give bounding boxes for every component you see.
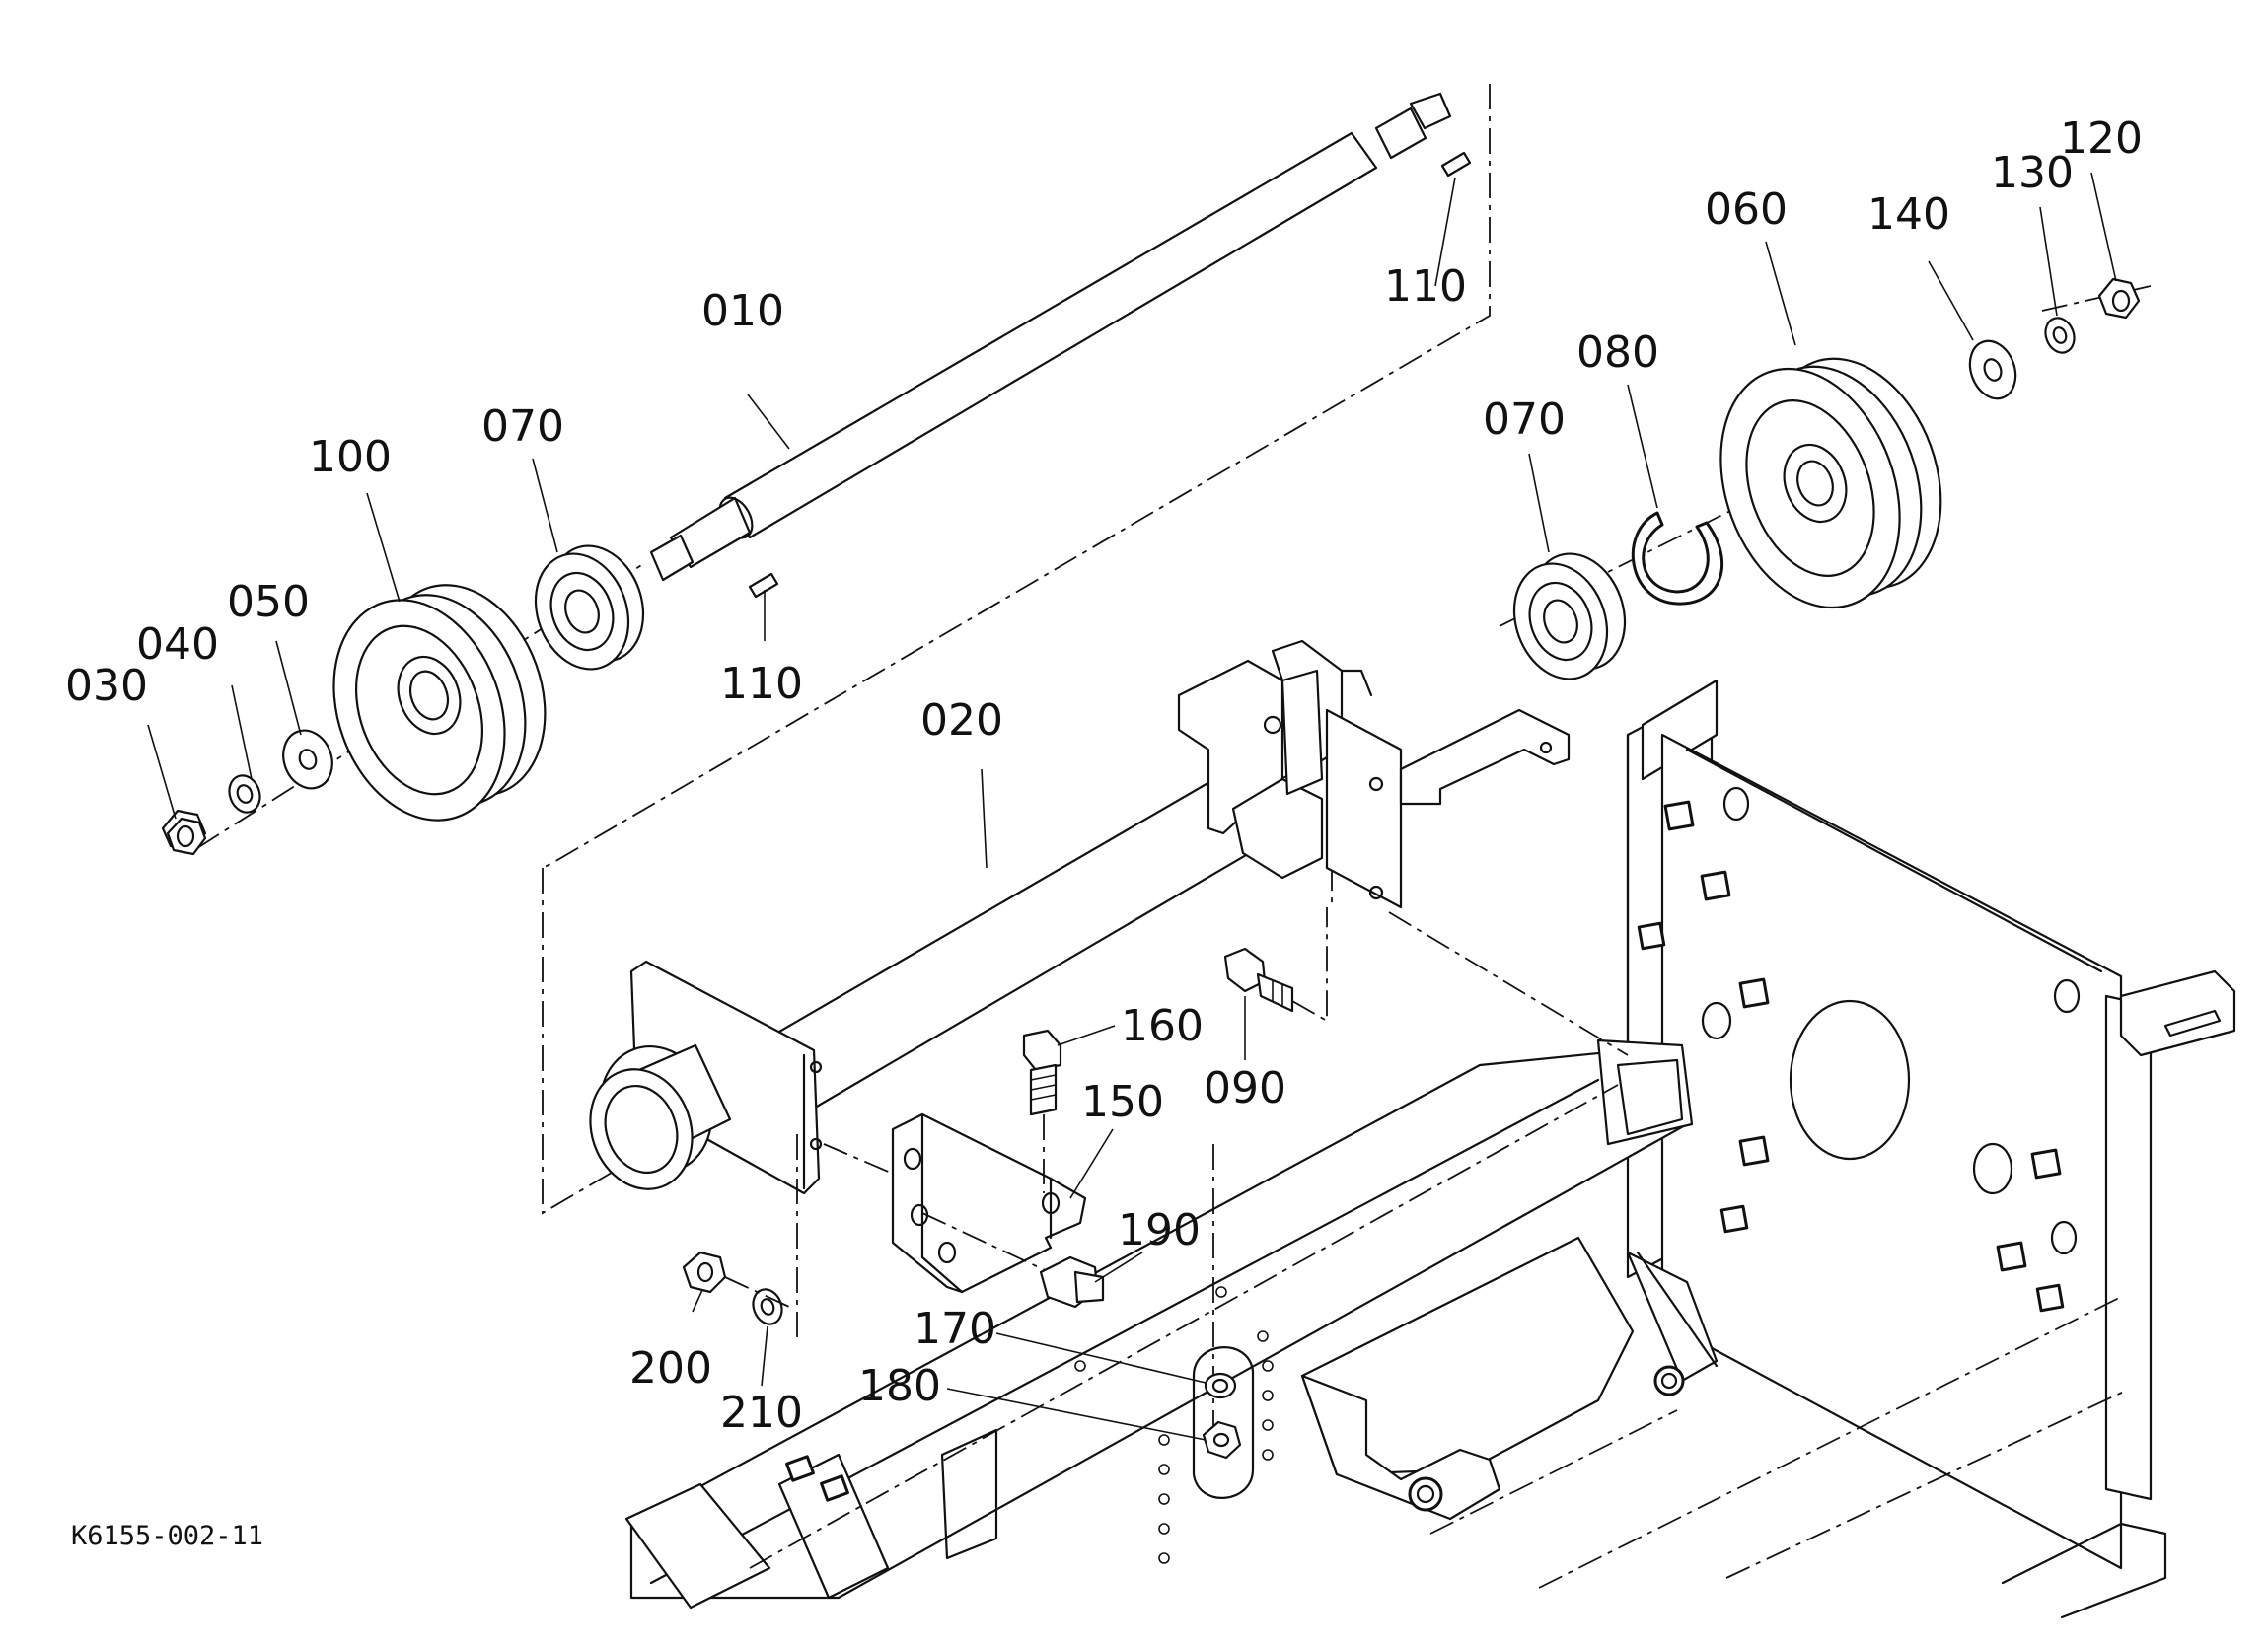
- callout-070-left: 070: [481, 401, 564, 452]
- shaft-010: [649, 92, 1452, 582]
- lock-washer-210: [752, 1288, 783, 1325]
- washer-050: [282, 729, 333, 790]
- callout-020: 020: [920, 695, 1003, 746]
- callout-160: 160: [1121, 1001, 1204, 1051]
- pulley-060: [1719, 357, 1942, 609]
- callout-170: 170: [914, 1304, 996, 1354]
- bearing-070-right: [1512, 552, 1627, 680]
- callout-060: 060: [1705, 184, 1788, 235]
- bracket-150: [823, 1112, 1087, 1294]
- nut-170-180-group: [1192, 1144, 1255, 1499]
- drawing-code: K6155-002-11: [71, 1521, 263, 1551]
- nut-120: [2097, 277, 2141, 320]
- callout-150: 150: [1081, 1077, 1164, 1127]
- callout-040: 040: [136, 619, 219, 670]
- washer-140: [1968, 339, 2017, 400]
- callout-050: 050: [227, 577, 310, 627]
- bearing-070-left: [534, 544, 645, 671]
- bolt-160: [1022, 1029, 1062, 1193]
- housing-020: [542, 639, 1629, 1215]
- callout-200: 200: [629, 1343, 712, 1394]
- callout-190: 190: [1118, 1205, 1201, 1255]
- chassis-frame: [624, 679, 2236, 1619]
- callout-210: 210: [720, 1388, 803, 1438]
- callout-090: 090: [1204, 1063, 1286, 1113]
- callout-labels: 010 110 110 070 100 050 040 030 020 060 …: [65, 113, 2143, 1438]
- nut-030: [161, 809, 207, 856]
- callout-080: 080: [1576, 327, 1659, 378]
- lock-washer-040: [228, 774, 261, 814]
- key-110-a: [748, 572, 779, 599]
- lock-washer-130: [2044, 317, 2076, 354]
- nut-200: [682, 1251, 727, 1294]
- callout-140: 140: [1867, 189, 1950, 240]
- key-110-b: [1440, 151, 1472, 178]
- callout-180: 180: [858, 1361, 941, 1411]
- callout-130: 130: [1991, 148, 2074, 198]
- callout-010: 010: [701, 286, 784, 336]
- callout-100: 100: [309, 432, 392, 482]
- pulley-100: [332, 584, 547, 822]
- callout-070-right: 070: [1483, 394, 1566, 445]
- leader-lines: [147, 172, 2117, 1441]
- callout-030: 030: [65, 661, 148, 711]
- bolt-090: [1223, 907, 1328, 1023]
- callout-110-bottom: 110: [720, 659, 803, 709]
- callout-110-top: 110: [1384, 261, 1467, 312]
- callout-120: 120: [2060, 113, 2143, 164]
- snap-ring-080: [1631, 511, 1724, 606]
- bolt-190: [1039, 1255, 1105, 1309]
